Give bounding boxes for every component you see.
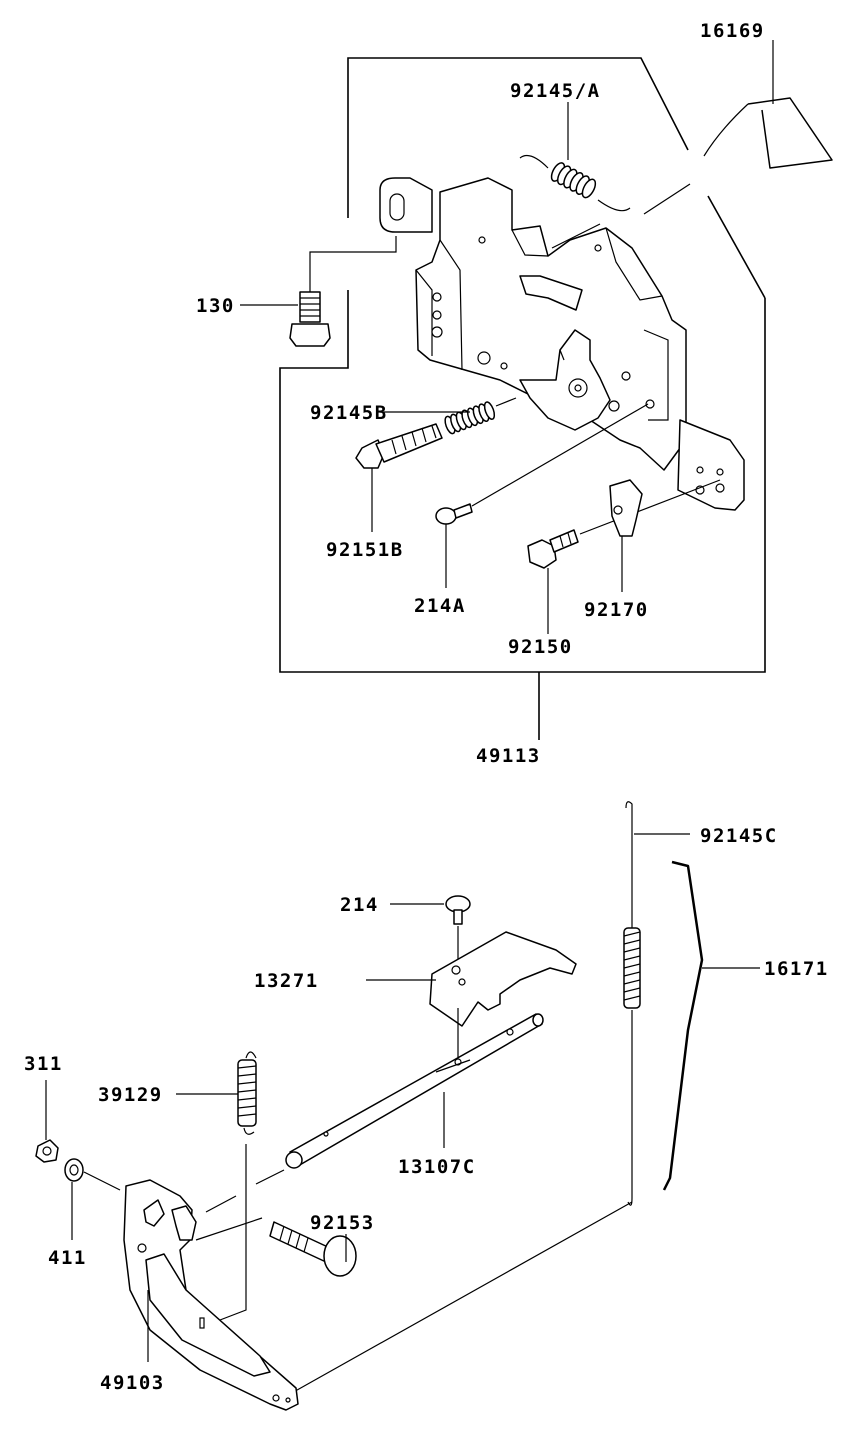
bolt-92150 [527,479,721,634]
label-214: 214 [340,894,379,916]
label-16169: 16169 [700,20,765,42]
washer-411 [64,1158,121,1240]
part-labels: 16169 92145/A 130 92145B 92151B 214A 921… [24,20,829,1394]
shaft-13107c [255,1013,544,1185]
pin-92153 [195,1217,357,1277]
clip-16169 [551,40,833,249]
label-13107c: 13107C [398,1156,476,1178]
bolt-130 [240,236,397,347]
lever-49103 [123,1179,299,1411]
label-92170: 92170 [584,599,649,621]
screw-214 [390,895,471,966]
label-411: 411 [48,1247,87,1269]
spring-92145b [380,397,517,435]
label-92153: 92153 [310,1212,375,1234]
spring-39129 [176,1051,257,1321]
clamp-92170 [609,479,643,592]
rod-16171 [662,860,760,1191]
label-92145c: 92145C [700,825,778,847]
label-130: 130 [196,295,235,317]
label-311: 311 [24,1053,63,1075]
label-49113: 49113 [476,745,541,767]
label-92151b: 92151B [326,539,404,561]
label-214a: 214A [414,595,466,617]
label-49103: 49103 [100,1372,165,1394]
label-16171: 16171 [764,958,829,980]
control-plate [379,177,745,511]
plate-13271 [366,931,577,1058]
screw-214a [435,403,649,588]
nut-311 [35,1080,59,1163]
label-92150: 92150 [508,636,573,658]
assembly-49113-boundary [279,57,766,740]
bolt-92151b [355,423,443,532]
label-92145b: 92145B [310,402,388,424]
spring-rod-92145c [289,801,690,1395]
label-13271: 13271 [254,970,319,992]
label-39129: 39129 [98,1084,163,1106]
label-92145a: 92145/A [510,80,601,102]
spring-92145a [519,102,631,212]
